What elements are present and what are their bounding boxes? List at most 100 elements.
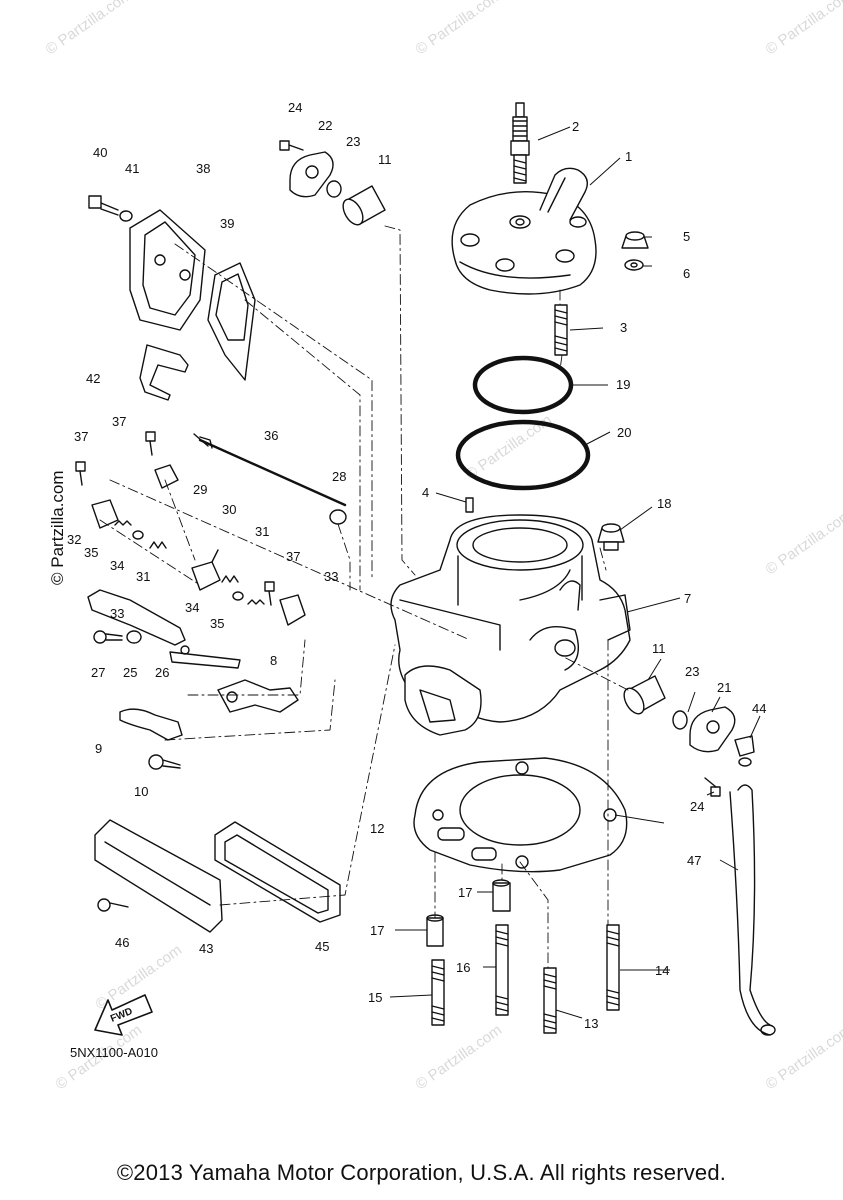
spring-31-b — [221, 575, 239, 583]
collar-17a — [426, 914, 444, 947]
washer-41 — [119, 210, 133, 222]
callout-label: 33 — [324, 569, 338, 584]
callout-label: 37 — [286, 549, 300, 564]
bolt-27 — [93, 630, 123, 644]
callout-label: 34 — [110, 558, 124, 573]
callout-label: 9 — [95, 741, 102, 756]
bolt-24-upper — [279, 140, 304, 151]
spring-35-a — [114, 520, 132, 526]
callout-label: 40 — [93, 145, 107, 160]
callout-label: 16 — [456, 960, 470, 975]
callout-label: 17 — [458, 885, 472, 900]
collar-17b — [492, 879, 511, 912]
bolt-24-right — [704, 777, 721, 797]
callout-label: 30 — [222, 502, 236, 517]
intake-port — [404, 665, 482, 736]
screw-46 — [97, 898, 129, 912]
stud-bolt-14 — [606, 924, 620, 1011]
callout-label: 28 — [332, 469, 346, 484]
o-ring-19 — [472, 355, 574, 415]
callout-label: 43 — [199, 941, 213, 956]
callout-label: 8 — [270, 653, 277, 668]
washer-34-b — [232, 591, 244, 601]
spring-35-b — [247, 599, 265, 605]
callout-label: 23 — [346, 134, 360, 149]
callout-label: 25 — [123, 665, 137, 680]
callout-label: 35 — [210, 616, 224, 631]
clip-9 — [119, 708, 183, 741]
stud-bolt-16 — [495, 924, 509, 1016]
actuator-8 — [217, 679, 299, 713]
sleeve-11-upper — [342, 185, 386, 226]
forward-arrow-icon — [94, 994, 153, 1036]
callout-label: 21 — [717, 680, 731, 695]
callout-label: 47 — [687, 853, 701, 868]
callout-label: 41 — [125, 161, 139, 176]
o-ring-23-upper — [326, 180, 342, 198]
callout-label: 37 — [112, 414, 126, 429]
washer-34-a — [132, 530, 144, 540]
diagram-code: 5NX1100-A010 — [70, 1045, 158, 1060]
callout-label: 46 — [115, 935, 129, 950]
callout-label: 24 — [288, 100, 302, 115]
callout-label: 2 — [572, 119, 579, 134]
callout-label: 1 — [625, 149, 632, 164]
callout-label: 4 — [422, 485, 429, 500]
lever-29 — [154, 464, 179, 489]
callout-label: 33 — [110, 606, 124, 621]
callout-label: 7 — [684, 591, 691, 606]
callout-label: 44 — [752, 701, 766, 716]
linkage-26 — [87, 589, 241, 669]
spring-31-a — [149, 541, 167, 549]
callout-label: 38 — [196, 161, 210, 176]
cover-22 — [289, 151, 334, 198]
callout-label: 35 — [84, 545, 98, 560]
reed-cover — [94, 819, 223, 933]
assembly-lines — [99, 225, 629, 969]
callout-label: 27 — [91, 665, 105, 680]
valve-shaft — [193, 433, 347, 507]
o-ring-20 — [455, 419, 591, 491]
hose-fitting — [734, 735, 755, 767]
washer-25 — [126, 630, 142, 644]
callout-label: 14 — [655, 963, 669, 978]
stud-bolt-13 — [543, 967, 557, 1034]
dowel-pin — [465, 497, 474, 513]
callout-labels: 1 2 3 4 5 6 7 8 9 10 11 11 12 13 14 15 1… — [67, 100, 766, 1031]
bracket-42 — [139, 344, 189, 401]
callout-label: 19 — [616, 377, 630, 392]
callout-label: 12 — [370, 821, 384, 836]
cylinder-head — [451, 167, 597, 295]
callout-label: 39 — [220, 216, 234, 231]
callout-label: 45 — [315, 939, 329, 954]
bolt-37-c — [264, 581, 275, 606]
callout-label: 22 — [318, 118, 332, 133]
callout-label: 5 — [683, 229, 690, 244]
callout-label: 24 — [690, 799, 704, 814]
callout-label: 42 — [86, 371, 100, 386]
bolt-37-b — [75, 461, 86, 486]
head-washer — [624, 259, 644, 271]
bolt-10 — [148, 754, 181, 770]
watermark: © Partzilla.com — [413, 0, 506, 58]
stud-bolt-3 — [554, 304, 568, 356]
lever-30 — [191, 549, 221, 591]
valve-cover-gasket — [207, 262, 256, 381]
callout-label: 36 — [264, 428, 278, 443]
watermark: © Partzilla.com — [763, 506, 843, 578]
valve-cover — [129, 209, 206, 331]
copyright-notice: ©2013 Yamaha Motor Corporation, U.S.A. A… — [116, 1160, 727, 1185]
callout-label: 15 — [368, 990, 382, 1005]
cover-21 — [689, 706, 736, 753]
callout-label: 6 — [683, 266, 690, 281]
callout-label: 11 — [378, 152, 392, 167]
o-ring-23-right — [672, 710, 688, 730]
callout-label: 37 — [74, 429, 88, 444]
cylinder-nut — [597, 523, 625, 551]
watermark: © Partzilla.com — [413, 1021, 506, 1093]
callout-leaders — [389, 126, 761, 1019]
callout-label: 32 — [67, 532, 81, 547]
callout-label: 34 — [185, 600, 199, 615]
